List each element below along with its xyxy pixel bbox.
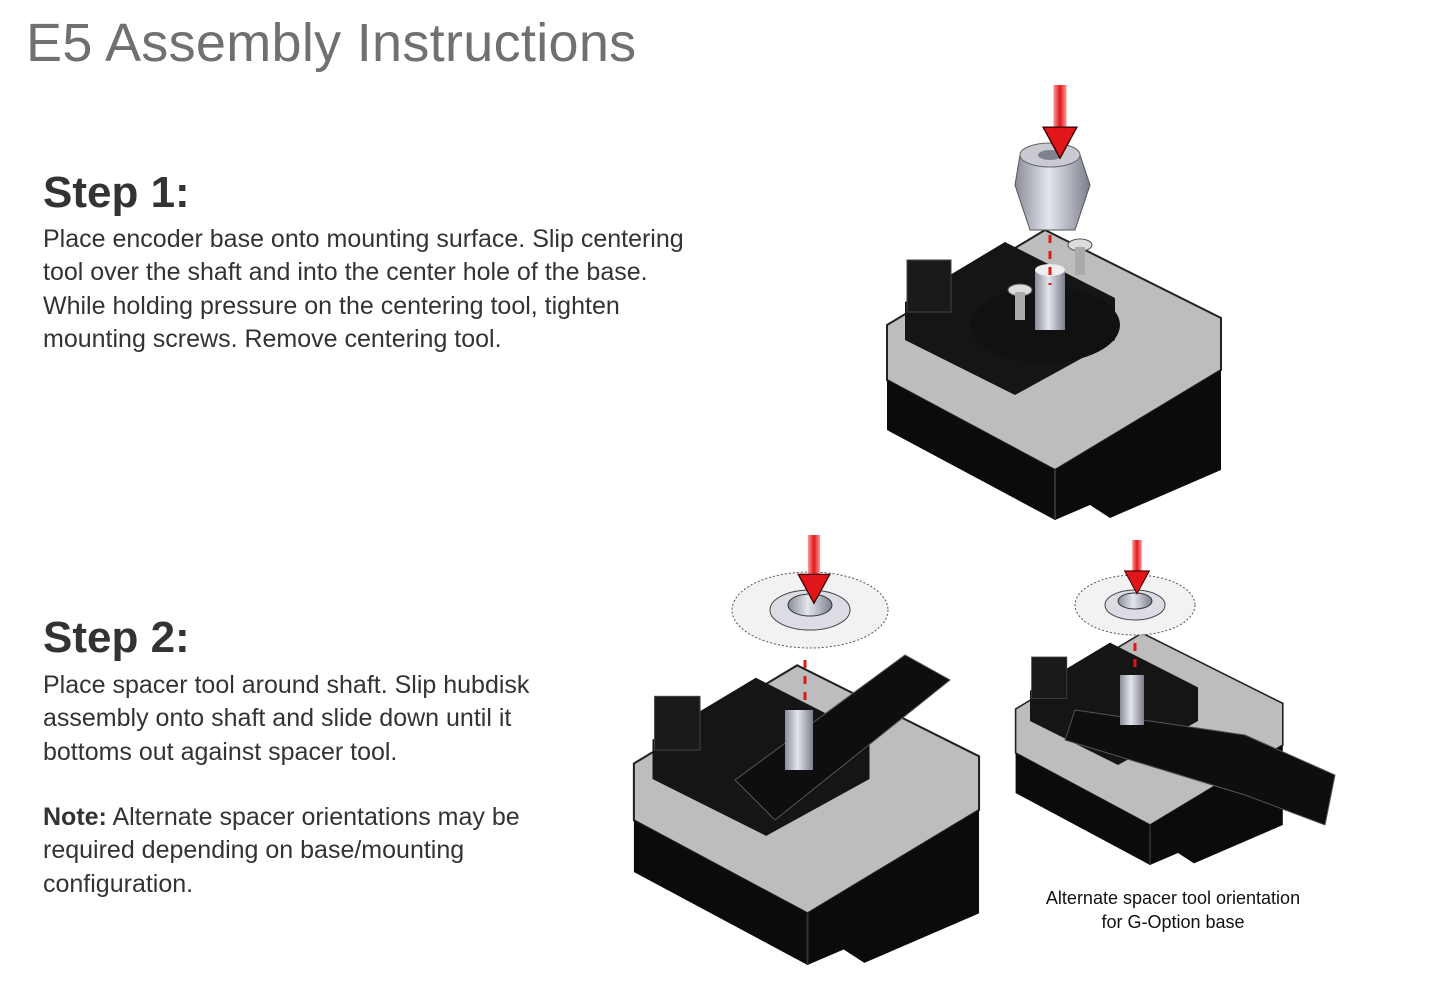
shaft <box>1120 675 1144 725</box>
caption-line: for G-Option base <box>1101 912 1245 932</box>
step2-text: Place spacer tool around shaft. Slip hub… <box>43 669 563 769</box>
hubdisk-icon <box>731 571 889 649</box>
step1-line: While holding pressure on the centering … <box>43 291 620 320</box>
step2-note: Note: Alternate spacer orientations may … <box>43 801 563 901</box>
step1-heading: Step 1: <box>43 168 190 217</box>
step2-illustration <box>632 535 981 965</box>
note-line: required depending on base/mounting <box>43 836 465 865</box>
step2-line: assembly onto shaft and slide down until… <box>43 704 512 733</box>
step2-line: bottoms out against spacer tool. <box>43 737 398 766</box>
step2-heading: Step 2: <box>43 613 190 662</box>
note-line: Alternate spacer orientations may be <box>106 803 520 831</box>
shaft <box>785 710 813 770</box>
spacer-tool <box>734 654 951 821</box>
step1-line: mounting screws. Remove centering tool. <box>43 324 502 353</box>
caption-line: Alternate spacer tool orientation <box>1045 888 1301 908</box>
step1-illustration <box>886 85 1222 520</box>
note-label: Note: <box>43 803 107 831</box>
alternate-caption: Alternate spacer tool orientation for G-… <box>1020 886 1326 934</box>
step1-line: tool over the shaft and into the center … <box>43 258 648 287</box>
screw-icon <box>1007 283 1033 320</box>
hubdisk-icon <box>1074 574 1196 636</box>
spacer-tool <box>1064 709 1336 826</box>
shaft <box>1035 270 1065 330</box>
step2-line: Place spacer tool around shaft. Slip hub… <box>43 671 530 699</box>
page-title: E5 Assembly Instructions <box>26 13 637 73</box>
screw-icon <box>1067 238 1093 275</box>
alternate-illustration <box>1014 540 1336 865</box>
note-line: configuration. <box>43 869 194 898</box>
step1-line: Place encoder base onto mounting surface… <box>43 225 684 253</box>
centering-tool-icon <box>1014 142 1091 231</box>
step1-text: Place encoder base onto mounting surface… <box>43 223 723 356</box>
